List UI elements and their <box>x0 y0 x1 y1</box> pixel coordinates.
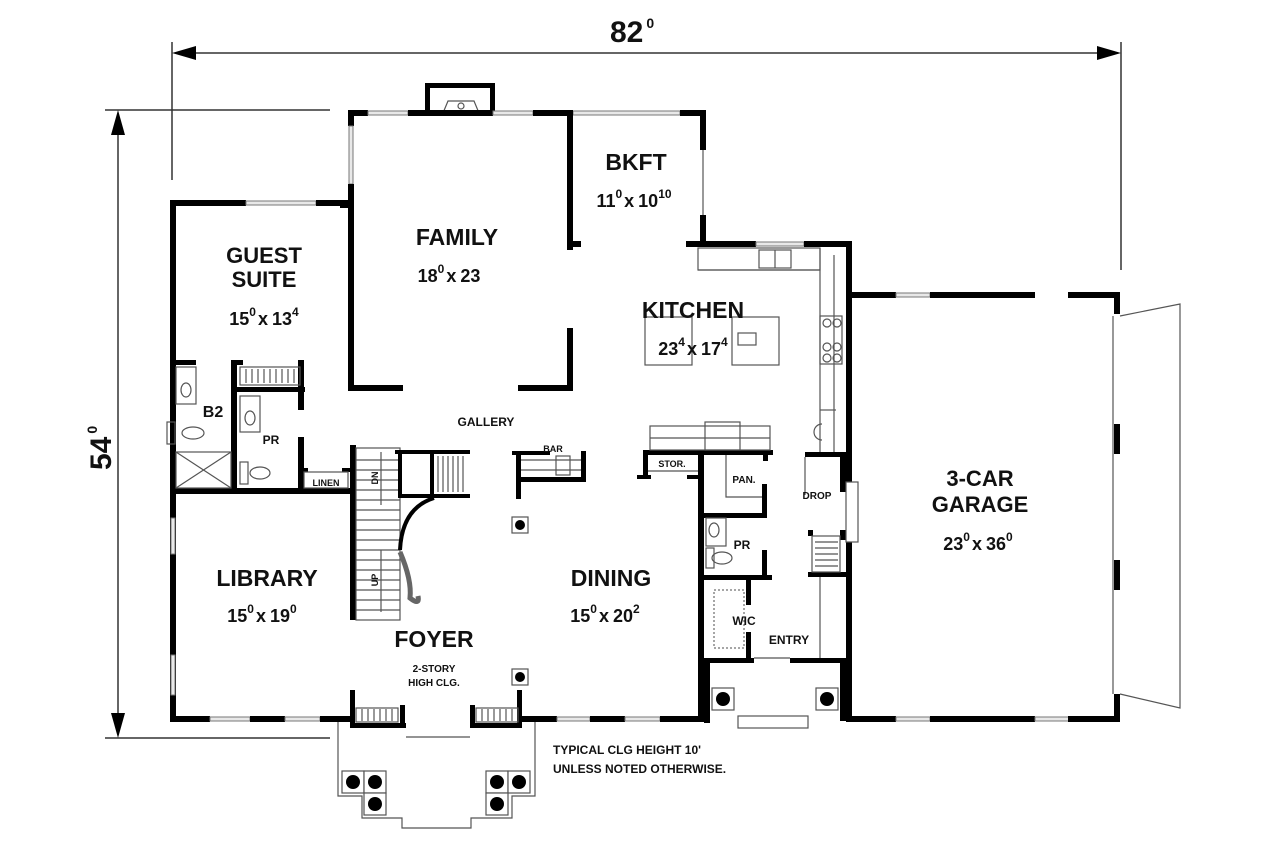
fixtures <box>166 247 843 829</box>
label-drop: DROP <box>803 491 832 502</box>
svg-text:3-CAR: 3-CAR <box>946 466 1013 491</box>
svg-text:KITCHEN: KITCHEN <box>642 297 744 323</box>
label-pan: PAN. <box>732 475 755 486</box>
svg-text:2-STORY: 2-STORY <box>413 664 456 675</box>
arrow-left-icon <box>172 46 196 60</box>
svg-text:SUITE: SUITE <box>232 267 297 292</box>
arrow-right-icon <box>1097 46 1121 60</box>
svg-text:UNLESS NOTED OTHERWISE.: UNLESS NOTED OTHERWISE. <box>553 762 726 776</box>
svg-text:GUEST: GUEST <box>226 243 302 268</box>
room-foyer: FOYER 2-STORY HIGH CLG. <box>394 626 474 689</box>
landing-shelf <box>437 456 464 492</box>
label-gallery: GALLERY <box>458 415 515 429</box>
svg-text:HIGH CLG.: HIGH CLG. <box>408 678 460 689</box>
stoop-planter <box>355 707 519 723</box>
label-pr-right: PR <box>734 538 751 552</box>
svg-text:FAMILY: FAMILY <box>416 224 498 250</box>
kitchen-island-left <box>644 316 693 366</box>
svg-text:DINING: DINING <box>571 565 652 591</box>
garage-apron <box>1112 303 1181 709</box>
label-stair-dn: DN <box>370 472 380 485</box>
svg-text:BKFT: BKFT <box>605 149 666 175</box>
fireplace <box>425 83 495 114</box>
kitchen-island-right <box>731 316 780 366</box>
staircase <box>355 447 401 621</box>
closet-shelf <box>239 366 301 386</box>
label-linen: LINEN <box>313 478 340 488</box>
arrow-up-icon <box>111 110 125 135</box>
svg-text:FOYER: FOYER <box>394 626 474 652</box>
label-stor: STOR. <box>658 459 685 469</box>
arrow-down-icon <box>111 713 125 738</box>
label-wic: WIC <box>732 614 756 628</box>
ceiling-note: TYPICAL CLG HEIGHT 10' UNLESS NOTED OTHE… <box>553 743 726 776</box>
dimension-depth: 540 <box>84 109 330 739</box>
svg-text:TYPICAL CLG HEIGHT 10': TYPICAL CLG HEIGHT 10' <box>553 743 701 757</box>
label-stair-up: UP <box>370 574 380 587</box>
svg-text:GARAGE: GARAGE <box>932 492 1029 517</box>
walls <box>170 110 1120 728</box>
svg-text:LIBRARY: LIBRARY <box>216 565 317 591</box>
porch-columns <box>341 770 531 816</box>
overall-depth-label: 540 <box>84 426 118 470</box>
label-bar: BAR <box>543 444 563 454</box>
cooktop <box>819 315 843 365</box>
label-b2: B2 <box>203 404 224 421</box>
label-entry: ENTRY <box>769 633 809 647</box>
label-pr-left: PR <box>263 433 280 447</box>
